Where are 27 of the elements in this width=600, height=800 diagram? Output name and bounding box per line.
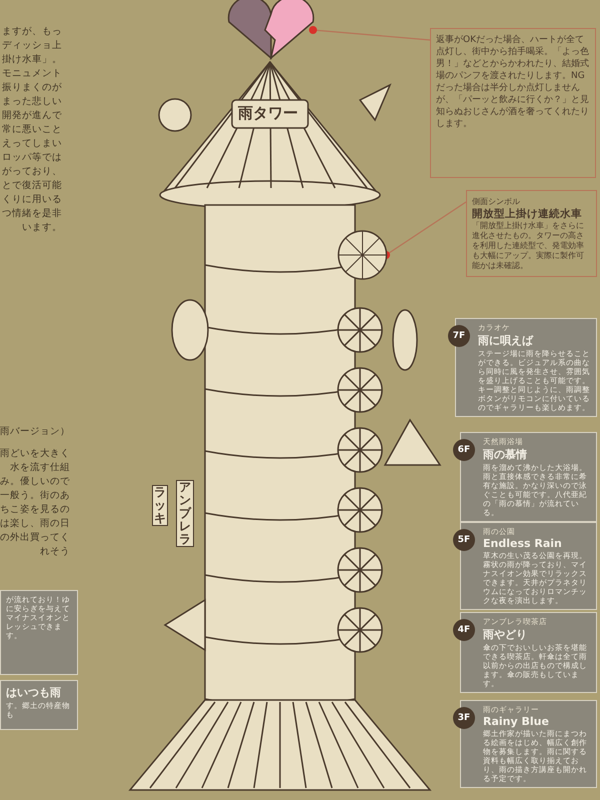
- info-panel: [0, 590, 78, 675]
- heart-drawing: [225, 0, 317, 60]
- note-box: [430, 28, 596, 178]
- leader-line: [309, 26, 430, 41]
- panel-subtitle: 側面シンボル: [472, 196, 521, 207]
- panel-heading: Rainy Blue: [483, 715, 550, 728]
- section-heading: 雨バージョン）: [0, 425, 70, 439]
- floor-badge: 6F: [453, 439, 475, 461]
- shop-sign: ラッキ: [152, 485, 168, 526]
- panel-text: 返事がOKだった場合、ハートが全て点灯し、街中から拍手喝采。「よっ色男！」などとからかわれたり、結婚式場のパンフを渡されたりします。NGだった場合は半分しか点灯しませんが、「パーッと飲みに行くか？」と見知らぬおじさんが酒を奢ってくれたりします。: [436, 34, 590, 130]
- floor-badge: 3F: [453, 707, 475, 729]
- side-text: 雨どいを大きく水を流す仕組み。優しいので一般う。街のあちこ姿を見るのは楽し、雨の日の外出買ってくれそう: [0, 447, 70, 559]
- floor-badge: 4F: [453, 619, 475, 641]
- floor-badge: 7F: [448, 325, 470, 347]
- panel-heading: 雨の慕情: [483, 447, 528, 462]
- panel-heading: 開放型上掛け連続水車: [472, 207, 583, 221]
- note-box: [466, 190, 597, 277]
- tower-sign: 雨タワー: [238, 104, 299, 123]
- floor-badge: 5F: [453, 529, 475, 551]
- shop-sign: アンブレラ: [176, 480, 194, 547]
- panel-text: 「開放型上掛け水車」をさらに進化させたもの。タワーの高さを利用した連続型で、発電効率も大幅にアップ。実際に製作可能かは未確認。: [472, 221, 585, 271]
- info-panel: [0, 680, 78, 730]
- panel-heading: Endless Rain: [483, 537, 563, 550]
- side-text: ますが、もっディッショ上掛け水車」。モニュメント振りまくのがまった悲しい開発が進んで常に悪いことえってしまいロッパ等ではがっており、とで復活可能くりに用いるつ情緒を是非います。: [1, 25, 62, 235]
- panel-heading: 雨やどり: [483, 627, 528, 642]
- panel-heading: はいつも雨: [6, 685, 62, 700]
- panel-heading: 雨に唄えば: [478, 333, 534, 348]
